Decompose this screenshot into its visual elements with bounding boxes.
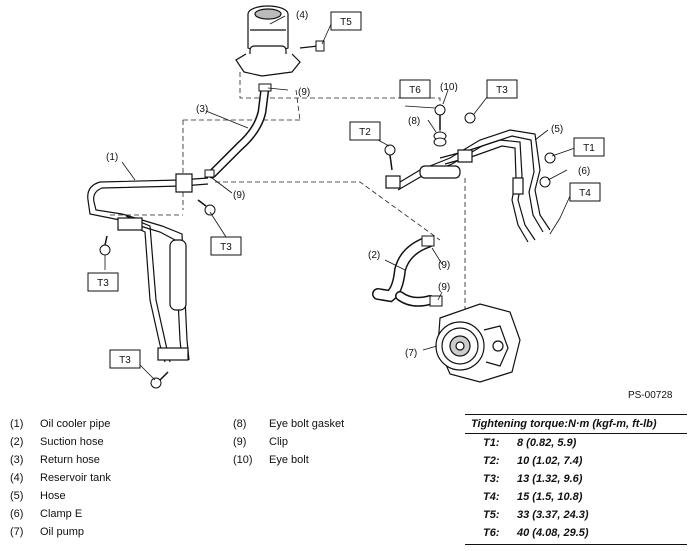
legend-item: (9) Clip — [233, 433, 344, 451]
svg-text:T6: T6 — [409, 85, 421, 96]
callout-6: (6) — [578, 166, 590, 177]
legend-number: (1) — [10, 418, 24, 430]
legend-label: Hose — [40, 490, 66, 502]
torque-row: T6: 40 (4.08, 29.5) — [465, 524, 687, 542]
legend-item: (3) Return hose — [10, 451, 111, 469]
legend-number: (6) — [10, 508, 24, 520]
suction-hose — [372, 236, 435, 307]
callout-7: (7) — [405, 348, 417, 359]
reservoir-tank — [235, 5, 301, 77]
svg-text:T3: T3 — [119, 355, 131, 366]
svg-text:T3: T3 — [220, 242, 232, 253]
torque-value: 15 (1.5, 10.8) — [517, 491, 583, 503]
torque-box-t3-mid: T3 — [210, 236, 242, 256]
torque-box-t3-left: T3 — [87, 272, 119, 292]
callout-4: (4) — [296, 10, 308, 21]
legend-number: (10) — [233, 454, 253, 466]
legend-item: (10) Eye bolt — [233, 451, 344, 469]
callout-9-top: (9) — [298, 87, 310, 98]
pressure-hose — [385, 129, 551, 243]
torque-key: T2: — [483, 455, 500, 467]
torque-key: T4: — [483, 491, 500, 503]
callout-3: (3) — [196, 104, 208, 115]
callout-9-right: (9) — [438, 260, 450, 271]
torque-box-t3-bottom: T3 — [109, 349, 141, 369]
legend-number: (8) — [233, 418, 247, 430]
leader-lines — [104, 15, 576, 381]
return-hose — [207, 83, 270, 179]
legend-label: Return hose — [40, 454, 100, 466]
svg-text:T4: T4 — [579, 188, 591, 199]
legend-item: (1) Oil cooler pipe — [10, 415, 111, 433]
torque-rows: T1: 8 (0.82, 5.9) T2: 10 (1.02, 7.4) T3: 13 (… — [465, 434, 687, 542]
torque-box-t6: T6 — [399, 79, 431, 99]
legend-number: (3) — [10, 454, 24, 466]
dashed-reference-lines — [110, 72, 466, 320]
torque-key: T3: — [483, 473, 500, 485]
legend-label: Oil cooler pipe — [40, 418, 111, 430]
legend-number: (7) — [10, 526, 24, 538]
legend-number: (9) — [233, 436, 247, 448]
legend-number: (4) — [10, 472, 24, 484]
torque-key: T5: — [483, 509, 500, 521]
torque-table-rule — [465, 544, 687, 545]
figure-id: PS-00728 — [628, 390, 673, 401]
torque-value: 10 (1.02, 7.4) — [517, 455, 583, 467]
callout-9-left: (9) — [233, 190, 245, 201]
torque-row: T5: 33 (3.37, 24.3) — [465, 506, 687, 524]
torque-value: 33 (3.37, 24.3) — [517, 509, 589, 521]
torque-box-t1: T1 — [573, 137, 605, 157]
legend-item: (2) Suction hose — [10, 433, 111, 451]
torque-box-t5: T5 — [330, 11, 362, 31]
legend-item: (4) Reservoir tank — [10, 469, 111, 487]
callout-5: (5) — [551, 124, 563, 135]
legend-item: (5) Hose — [10, 487, 111, 505]
legend-label: Oil pump — [40, 526, 85, 538]
legend-item: (8) Eye bolt gasket — [233, 415, 344, 433]
torque-box-t2: T2 — [349, 121, 381, 141]
legend-number: (5) — [10, 490, 24, 502]
torque-row: T3: 13 (1.32, 9.6) — [465, 470, 687, 488]
torque-box-t4: T4 — [569, 182, 601, 202]
legend-left: (1) Oil cooler pipe (2) Suction hose (3) Retu… — [10, 415, 111, 541]
power-steering-diagram: T5 T6 T3 T2 T1 T4 T3 T3 T3 (4) (9) (3) (… — [87, 5, 605, 389]
svg-text:T5: T5 — [340, 17, 352, 28]
callout-10: (10) — [440, 82, 458, 93]
torque-row: T2: 10 (1.02, 7.4) — [465, 452, 687, 470]
oil-pump — [435, 303, 521, 383]
torque-value: 8 (0.82, 5.9) — [517, 437, 577, 449]
callout-9-bottom: (9) — [438, 282, 450, 293]
torque-row: T1: 8 (0.82, 5.9) — [465, 434, 687, 452]
legend-label: Eye bolt — [269, 454, 309, 466]
torque-box-t3-top: T3 — [486, 79, 518, 99]
legend-label: Suction hose — [40, 436, 104, 448]
torque-table: Tightening torque:N·m (kgf-m, ft-lb) T1:… — [465, 414, 687, 545]
torque-value: 40 (4.08, 29.5) — [517, 527, 589, 539]
legend-label: Clamp E — [40, 508, 83, 520]
torque-table-title: Tightening torque:N·m (kgf-m, ft-lb) — [465, 414, 687, 434]
legend-label: Reservoir tank — [40, 472, 111, 484]
legend-label: Clip — [269, 436, 288, 448]
torque-key: T1: — [483, 437, 500, 449]
callout-2: (2) — [368, 250, 380, 261]
torque-row: T4: 15 (1.5, 10.8) — [465, 488, 687, 506]
callout-1: (1) — [106, 152, 118, 163]
svg-text:T1: T1 — [583, 143, 595, 154]
svg-text:T2: T2 — [359, 127, 371, 138]
legend-item: (6) Clamp E — [10, 505, 111, 523]
torque-value: 13 (1.32, 9.6) — [517, 473, 583, 485]
svg-text:T3: T3 — [97, 278, 109, 289]
torque-key: T6: — [483, 527, 500, 539]
legend-number: (2) — [10, 436, 24, 448]
legend-item: (7) Oil pump — [10, 523, 111, 541]
oil-cooler-pipe — [87, 173, 209, 363]
callout-8: (8) — [408, 116, 420, 127]
legend-middle: (8) Eye bolt gasket (9) Clip (10) Eye bolt — [233, 415, 344, 469]
legend-label: Eye bolt gasket — [269, 418, 345, 430]
svg-text:T3: T3 — [496, 85, 508, 96]
